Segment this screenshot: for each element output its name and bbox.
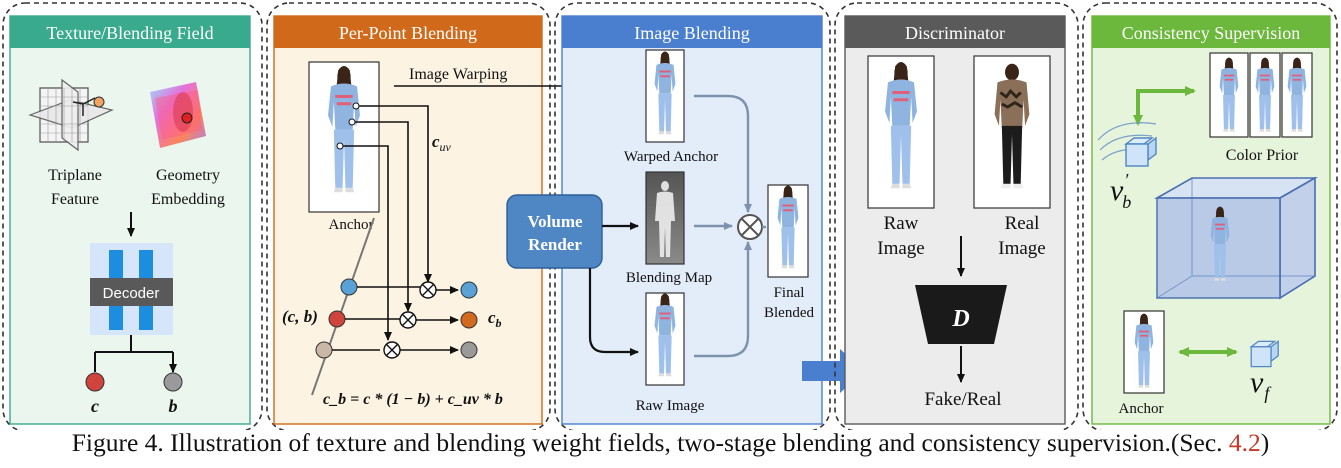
warped-anchor-label: Warped Anchor: [624, 149, 718, 165]
decoder-label: Decoder: [103, 285, 160, 302]
panel-title: Consistency Supervision: [1122, 23, 1301, 43]
panel-title: Discriminator: [905, 23, 1005, 43]
output-b-node: [163, 372, 183, 392]
panel-title: Texture/Blending Field: [46, 23, 213, 43]
output-c-node: [85, 372, 105, 392]
anchor-label: Anchor: [329, 217, 374, 233]
triplane-icon: [28, 78, 114, 152]
discriminator-block: [915, 285, 1007, 344]
section-reference[interactable]: 4.2: [1228, 428, 1261, 457]
panel-per-point-blending: Per-Point Blending Anchor Image Warping …: [266, 2, 639, 430]
multiply-ops: [383, 281, 437, 359]
decoder-block: Decoder: [90, 243, 173, 335]
geometry-embedding-image: [150, 82, 206, 148]
panel-consistency-supervision: Consistency Supervision Color Prior v′b …: [1082, 2, 1338, 430]
fake-real-label: Fake/Real: [924, 389, 1001, 410]
panel-title: Per-Point Blending: [339, 23, 477, 43]
color-prior-images: [1209, 52, 1313, 138]
blending-map-label: Blending Map: [626, 270, 712, 286]
vb-label: v′b: [1110, 170, 1131, 212]
panel-title-bar: [10, 16, 250, 48]
camera-ray: [311, 217, 375, 396]
output-b-label: b: [169, 396, 178, 416]
color-prior-label: Color Prior: [1226, 147, 1299, 164]
camera-vb-icon: [1097, 122, 1157, 167]
cb-output-label: cb: [488, 308, 502, 330]
discriminator-d-label: D: [951, 306, 969, 332]
cb-label: (c, b): [282, 307, 318, 326]
blend-op: [737, 214, 763, 240]
image-warping-label: Image Warping: [409, 66, 507, 83]
figure-caption: Figure 4. Illustration of texture and bl…: [71, 428, 1270, 457]
panel-title: Image Blending: [634, 23, 749, 43]
raw-image-label: Raw Image: [636, 398, 705, 414]
scene-bounding-box: [1153, 176, 1319, 300]
volume-render-box: [506, 194, 603, 269]
blending-formula: c_b = c * (1 − b) + c_uv * b: [323, 391, 503, 408]
output-c-label: c: [91, 396, 99, 416]
vf-label: vf: [1250, 366, 1272, 403]
consistency-anchor-label: Anchor: [1119, 401, 1164, 417]
cuv-label: cuv: [432, 132, 452, 154]
